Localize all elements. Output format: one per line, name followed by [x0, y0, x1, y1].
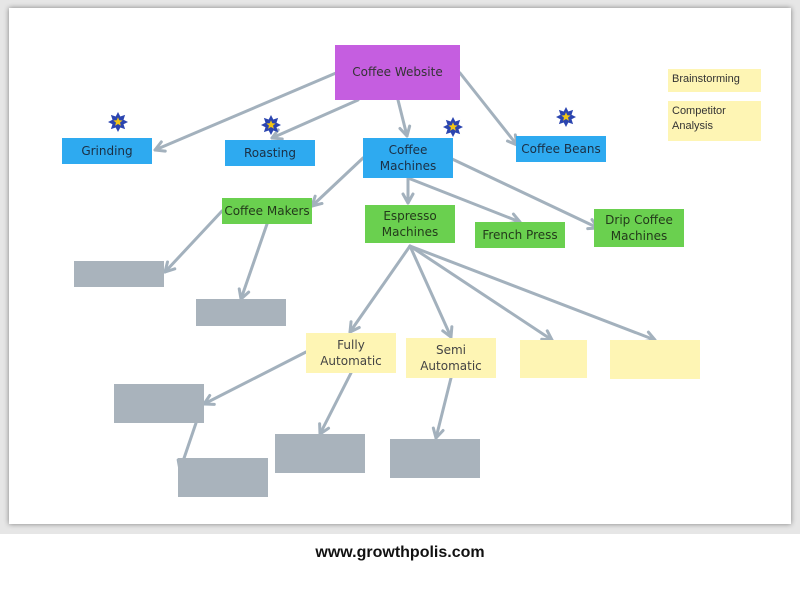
- node-coffee-beans[interactable]: Coffee Beans: [516, 136, 606, 162]
- placeholder-node[interactable]: [275, 434, 365, 473]
- node-coffee-makers[interactable]: Coffee Makers: [222, 198, 312, 224]
- note-brainstorming[interactable]: Brainstorming: [668, 69, 761, 92]
- node-empty-yellow[interactable]: [520, 340, 587, 378]
- note-competitor-analysis[interactable]: Competitor Analysis: [668, 101, 761, 141]
- node-grinding[interactable]: Grinding: [62, 138, 152, 164]
- star-badge-icon: [261, 115, 281, 135]
- node-semi-automatic[interactable]: Semi Automatic: [406, 338, 496, 378]
- footer-url: www.growthpolis.com: [315, 544, 485, 561]
- node-drip-coffee-machines[interactable]: Drip Coffee Machines: [594, 209, 684, 247]
- star-badge-icon: [108, 112, 128, 132]
- node-coffee-website[interactable]: Coffee Website: [335, 45, 460, 100]
- node-coffee-machines[interactable]: Coffee Machines: [363, 138, 453, 178]
- node-fully-automatic[interactable]: Fully Automatic: [306, 333, 396, 373]
- star-badge-icon: [556, 107, 576, 127]
- placeholder-node[interactable]: [178, 458, 268, 497]
- placeholder-node[interactable]: [196, 299, 286, 326]
- placeholder-node[interactable]: [114, 384, 204, 423]
- node-french-press[interactable]: French Press: [475, 222, 565, 248]
- placeholder-node[interactable]: [74, 261, 164, 287]
- placeholder-node[interactable]: [390, 439, 480, 478]
- star-badge-icon: [443, 117, 463, 137]
- node-empty-yellow[interactable]: [610, 340, 700, 379]
- node-espresso-machines[interactable]: Espresso Machines: [365, 205, 455, 243]
- node-roasting[interactable]: Roasting: [225, 140, 315, 166]
